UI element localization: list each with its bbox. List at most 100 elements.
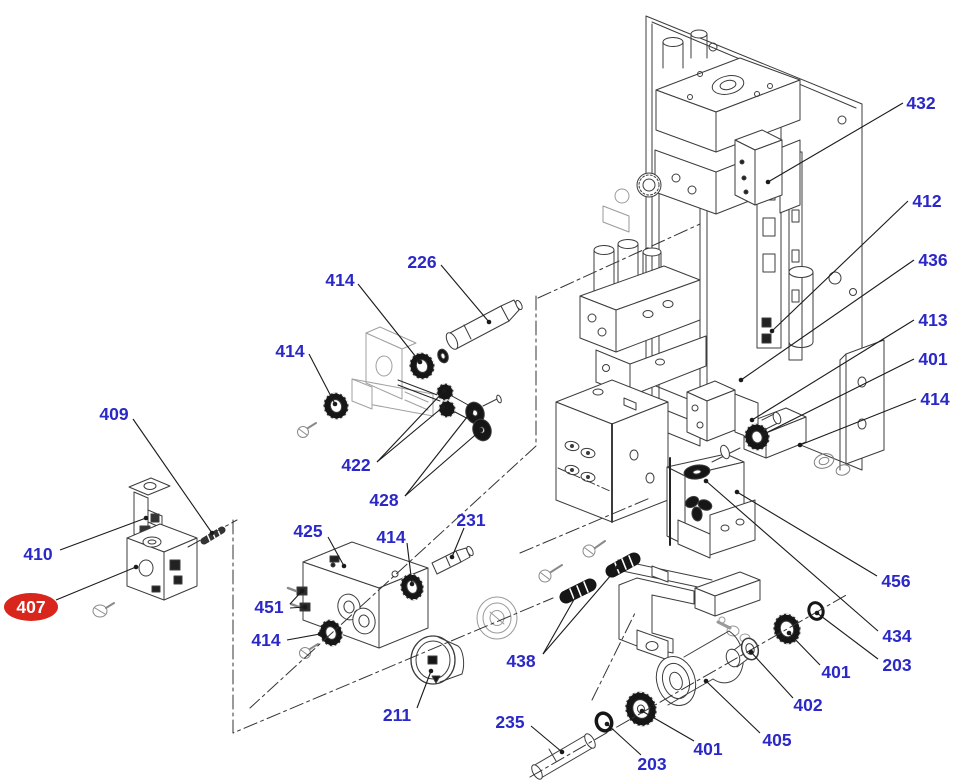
part-label-456[interactable]: 456 [881,571,910,591]
machine-background [92,15,885,780]
part-label-436[interactable]: 436 [918,250,947,270]
part-label-211[interactable]: 211 [383,705,411,725]
part-label-text: 235 [495,712,524,732]
part-label-438[interactable]: 438 [506,651,535,671]
leader-line [750,651,794,699]
part-label-414[interactable]: 414 [920,389,949,409]
part-label-text: 414 [376,527,405,547]
leader-dot [639,708,645,714]
leader-dot [786,630,792,636]
part-label-414[interactable]: 414 [275,341,304,361]
leader-dot [440,404,446,410]
leader-line [55,566,137,601]
leader-line [767,102,904,183]
leader-dot [703,678,709,684]
part-label-text: 405 [762,730,791,750]
part-label-text: 434 [882,626,911,646]
bracket-407-group [92,477,226,618]
leader-line [376,406,444,463]
part-label-text: 226 [407,252,436,272]
leader-line [788,632,821,666]
part-label-text: 410 [23,544,52,564]
leader-dot [615,564,621,570]
part-label-414[interactable]: 414 [376,527,405,547]
leader-line [763,358,915,435]
leader-line [404,429,482,497]
leader-line [799,398,917,446]
probe-cylinder-group [297,299,523,442]
part-label-text: 203 [882,655,911,675]
leader-line [376,390,445,463]
part-label-235[interactable]: 235 [495,712,524,732]
part-label-text: 432 [906,93,935,113]
leader-dot [317,631,323,637]
leader-dot [409,581,415,587]
part-label-text: 414 [251,630,280,650]
leader-dot [449,554,455,560]
part-label-text: 414 [325,270,354,290]
solenoid-valve-block [666,444,756,559]
leader-dot [559,749,565,755]
part-label-422[interactable]: 422 [341,455,370,475]
part-label-402[interactable]: 402 [793,695,822,715]
pneumatic-valves [579,239,707,397]
highlight-ellipse [4,593,58,621]
leader-dot [573,593,579,599]
leader-dot [133,564,139,570]
part-label-432[interactable]: 432 [906,93,935,113]
leader-line [705,480,879,632]
leader-line [357,283,421,363]
part-label-401[interactable]: 401 [918,349,947,369]
leader-line [816,612,879,660]
part-label-text: 412 [912,191,941,211]
leader-dot [703,478,709,484]
leader-line [751,319,915,421]
part-label-405[interactable]: 405 [762,730,791,750]
part-label-428[interactable]: 428 [369,490,398,510]
part-label-text: 414 [920,389,949,409]
leader-lines [55,102,917,756]
leader-line [641,710,695,742]
part-label-410[interactable]: 410 [23,544,52,564]
part-label-text: 401 [918,349,947,369]
part-label-text: 409 [99,404,128,424]
part-label-412[interactable]: 412 [912,191,941,211]
part-label-434[interactable]: 434 [882,626,911,646]
part-label-407-highlighted[interactable]: 407 [4,593,58,621]
leader-line [705,680,761,734]
part-label-414[interactable]: 414 [325,270,354,290]
leader-dot [441,388,447,394]
leader-line [740,259,915,381]
leader-line [404,411,472,497]
part-label-409[interactable]: 409 [99,404,128,424]
part-label-401[interactable]: 401 [821,662,850,682]
clamp-bracket [617,559,761,661]
leader-dot [604,721,610,727]
part-label-text: 401 [821,662,850,682]
part-label-231[interactable]: 231 [456,510,485,530]
leader-dot [748,649,754,655]
leader-line [132,418,213,534]
leader-line [308,353,336,405]
part-label-203[interactable]: 203 [882,655,911,675]
leader-line [530,725,563,753]
part-label-401[interactable]: 401 [693,739,722,759]
part-label-text: 407 [16,597,45,617]
leader-dot [143,515,149,521]
leader-dot [797,442,803,448]
leader-line [416,670,432,709]
leader-dot [486,319,492,325]
leader-dot [302,604,308,610]
part-label-text: 211 [383,705,411,725]
leader-dot [332,401,338,407]
part-label-203[interactable]: 203 [637,754,666,774]
part-label-425[interactable]: 425 [293,521,322,541]
part-label-text: 422 [341,455,370,475]
part-label-413[interactable]: 413 [918,310,947,330]
part-label-text: 436 [918,250,947,270]
part-label-226[interactable]: 226 [407,252,436,272]
part-label-451[interactable]: 451 [254,597,283,617]
leader-dot [417,359,423,365]
part-label-414[interactable]: 414 [251,630,280,650]
